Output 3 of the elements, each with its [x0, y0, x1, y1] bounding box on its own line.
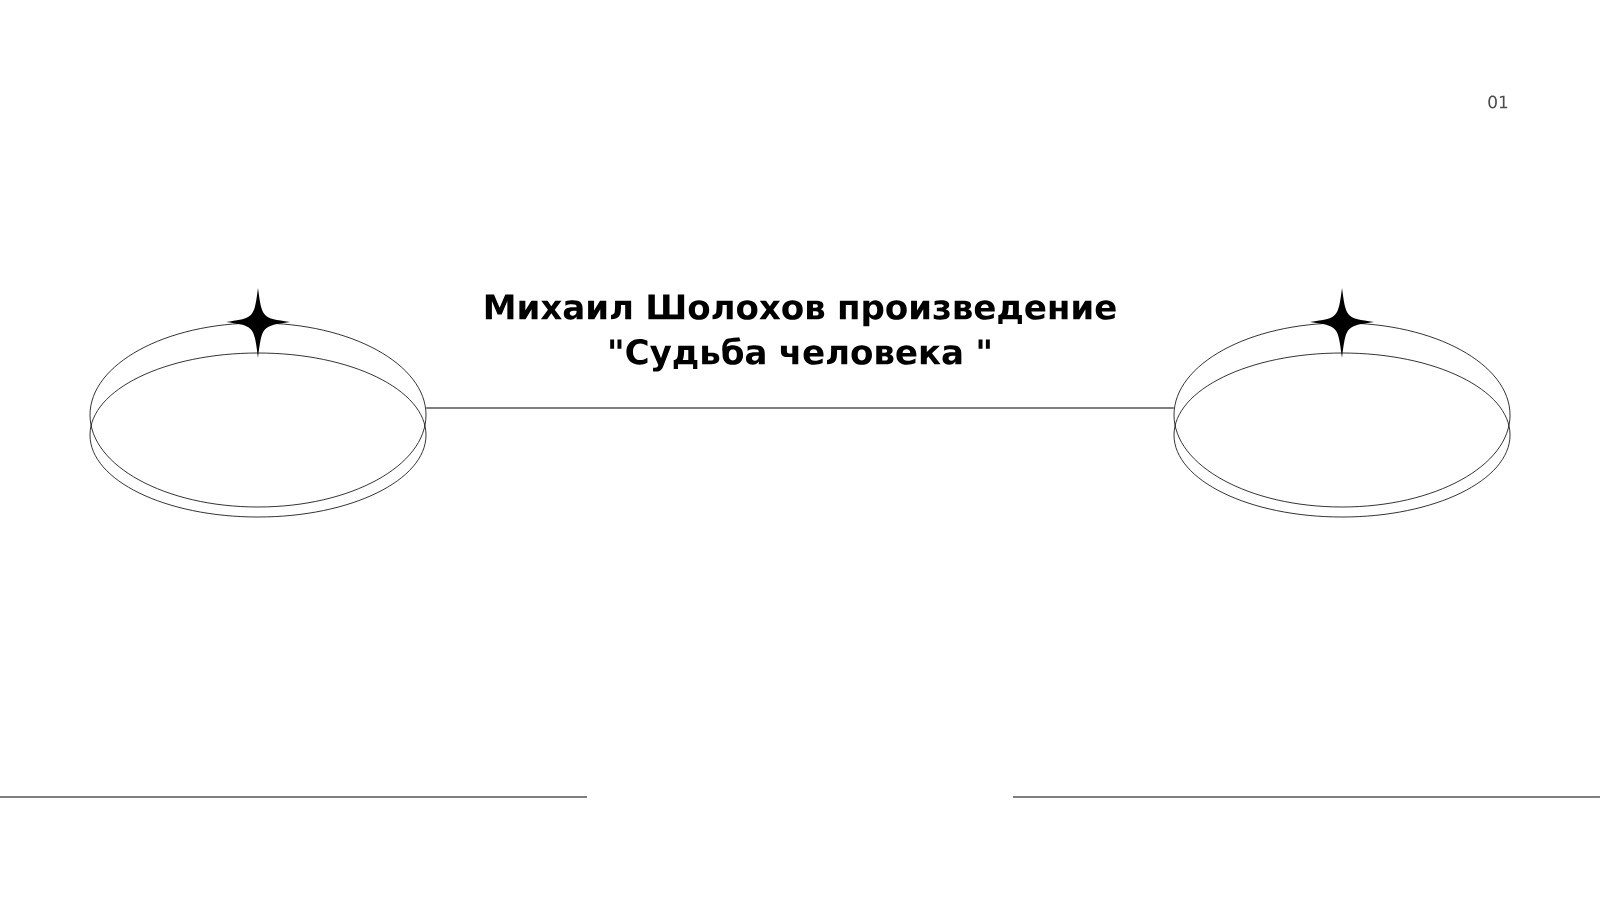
page-number: 01: [1488, 95, 1508, 109]
title: Михаил Шолохов произведение "Судьба человека ": [485, 294, 1116, 372]
connector-line: [425, 407, 1175, 409]
